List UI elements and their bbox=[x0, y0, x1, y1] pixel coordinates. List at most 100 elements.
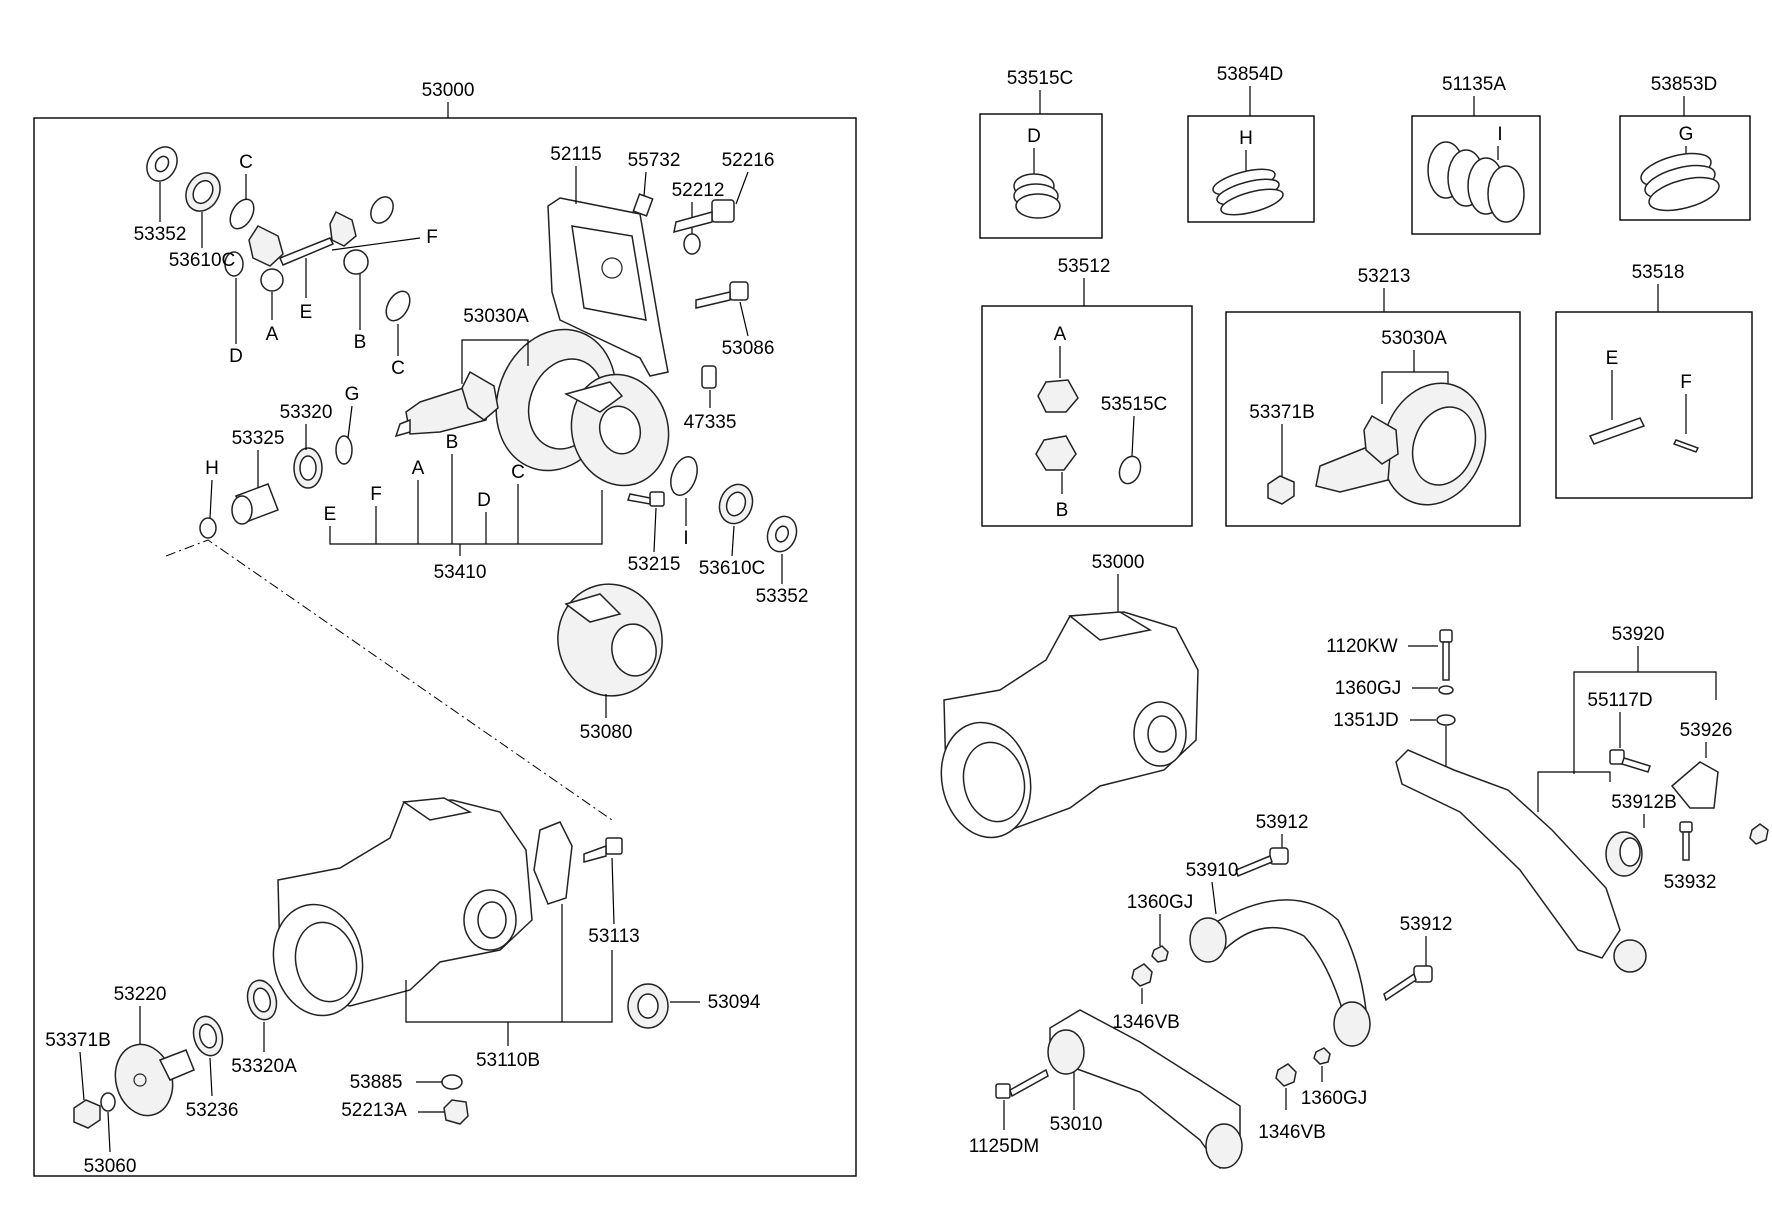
seal-h[interactable] bbox=[199, 517, 217, 539]
washer-i[interactable] bbox=[666, 453, 702, 499]
kit-53853D[interactable]: 53853D G bbox=[1619, 74, 1751, 221]
bearing-53320[interactable] bbox=[293, 447, 323, 489]
label-53932: 53932 bbox=[1664, 872, 1717, 893]
arm-53910[interactable] bbox=[1189, 899, 1371, 1047]
kit-label-53213: 53213 bbox=[1358, 266, 1411, 287]
washer-top-right[interactable] bbox=[366, 193, 397, 227]
pinion-gear-b[interactable] bbox=[329, 210, 369, 275]
bolt-1120KW[interactable] bbox=[1439, 629, 1453, 681]
callout-53113: 53113 bbox=[588, 926, 639, 947]
washer-53352-bottom[interactable] bbox=[763, 512, 802, 555]
washer-d-top[interactable] bbox=[224, 251, 244, 277]
washer-53060[interactable] bbox=[100, 1092, 116, 1112]
nut-1360GJ-bottom[interactable] bbox=[1313, 1047, 1331, 1065]
callout-47335: 47335 bbox=[684, 412, 737, 433]
callout-53060: 53060 bbox=[84, 1156, 137, 1177]
bracket-53926[interactable] bbox=[1670, 761, 1769, 845]
callout-53110B: 53110B bbox=[476, 1050, 540, 1071]
callout-53410: 53410 bbox=[434, 562, 487, 583]
washer-icon bbox=[1118, 455, 1142, 485]
kit-letter-d: D bbox=[1027, 126, 1041, 147]
bolt-1125DM[interactable] bbox=[995, 1068, 1049, 1099]
callout-53080: 53080 bbox=[580, 722, 633, 743]
kit-label-51135A: 51135A bbox=[1442, 74, 1506, 95]
label-1351JD: 1351JD bbox=[1333, 710, 1399, 731]
nut-1346VB-bottom[interactable] bbox=[1275, 1063, 1297, 1087]
callout-d-kit: D bbox=[477, 490, 491, 511]
bolt-52216[interactable] bbox=[673, 199, 735, 234]
pin-55732[interactable] bbox=[632, 193, 654, 217]
washer-1360GJ-top[interactable] bbox=[1438, 685, 1454, 695]
mount-53094[interactable] bbox=[627, 983, 669, 1029]
washer-1351JD[interactable] bbox=[1436, 714, 1456, 726]
washer-53885[interactable] bbox=[441, 1074, 463, 1090]
kit-53512[interactable]: 53512 A B 53515C bbox=[981, 256, 1193, 527]
flange-53220[interactable] bbox=[108, 1038, 195, 1122]
shim-g[interactable] bbox=[335, 435, 353, 465]
kit-label-53854D: 53854D bbox=[1217, 64, 1284, 85]
washer-52212[interactable] bbox=[683, 233, 701, 255]
bolt-55117D[interactable] bbox=[1609, 749, 1651, 773]
bolt-53932[interactable] bbox=[1679, 821, 1693, 861]
kit-53512-label-53515C: 53515C bbox=[1101, 394, 1168, 415]
callout-53030A: 53030A bbox=[463, 306, 529, 327]
carrier-housing[interactable] bbox=[263, 797, 533, 1024]
spacer-53325[interactable] bbox=[231, 483, 279, 525]
kit-51135A[interactable]: 51135A I bbox=[1411, 74, 1541, 235]
right-housing-label: 53000 bbox=[1092, 552, 1145, 573]
seal-53236[interactable] bbox=[189, 1013, 226, 1059]
kit-label-53512: 53512 bbox=[1058, 256, 1111, 277]
bushing-53912B[interactable] bbox=[1605, 831, 1643, 877]
callout-52115: 52115 bbox=[550, 144, 601, 165]
nut-52213A[interactable] bbox=[443, 1099, 469, 1125]
bearing-53320A[interactable] bbox=[243, 977, 280, 1023]
callout-53610C-top: 53610C bbox=[169, 250, 236, 271]
main-assembly-frame: 53000 bbox=[33, 80, 857, 1177]
bolt-53086[interactable] bbox=[695, 281, 749, 309]
kit-53512-letter-b: B bbox=[1056, 500, 1069, 521]
callout-d-top: D bbox=[229, 346, 243, 367]
plug-47335[interactable] bbox=[701, 365, 717, 389]
label-1120KW: 1120KW bbox=[1326, 636, 1398, 657]
callout-53352-top: 53352 bbox=[134, 224, 187, 245]
kit-label-53518: 53518 bbox=[1632, 262, 1685, 283]
callout-52216: 52216 bbox=[722, 150, 775, 171]
label-53912B: 53912B bbox=[1611, 792, 1677, 813]
washer-53352-top[interactable] bbox=[141, 141, 183, 186]
kit-53410-bracket: E F A B D C 53410 bbox=[324, 432, 603, 583]
crossmember-53920[interactable] bbox=[1395, 749, 1647, 973]
callout-53885: 53885 bbox=[350, 1072, 403, 1093]
bolt-53912-right[interactable] bbox=[1383, 965, 1433, 1002]
kit-53213[interactable]: 53213 53030A 53371B bbox=[1225, 266, 1521, 527]
label-1360GJ-top: 1360GJ bbox=[1335, 678, 1402, 699]
housing-53000-right[interactable]: 53000 bbox=[931, 552, 1199, 846]
ring-c-bottom[interactable] bbox=[381, 287, 414, 325]
ring-c-top[interactable] bbox=[225, 195, 258, 233]
bracket-53010[interactable] bbox=[1047, 1009, 1243, 1170]
nut-1346VB-mid[interactable] bbox=[1131, 963, 1153, 987]
cap-53113[interactable] bbox=[533, 821, 623, 905]
nut-53371B[interactable] bbox=[73, 1099, 101, 1129]
kit-53518[interactable]: 53518 E F bbox=[1555, 262, 1753, 499]
ring-gear-pinion-icon bbox=[1315, 382, 1487, 506]
nut-1360GJ-mid[interactable] bbox=[1151, 945, 1169, 963]
label-1346VB-bottom: 1346VB bbox=[1258, 1122, 1326, 1143]
callout-e-kit: E bbox=[324, 504, 337, 525]
differential-case[interactable] bbox=[559, 363, 681, 496]
pinion-shaft-e[interactable] bbox=[279, 237, 335, 266]
kit-53854D[interactable]: 53854D H bbox=[1187, 64, 1315, 223]
callout-c-top: C bbox=[239, 152, 253, 173]
kit-53515C[interactable]: 53515C D bbox=[979, 68, 1103, 239]
bearing-53610C-top[interactable] bbox=[179, 167, 227, 218]
callout-52212: 52212 bbox=[672, 180, 725, 201]
callout-53220: 53220 bbox=[114, 984, 167, 1005]
bolt-53215[interactable] bbox=[627, 491, 665, 507]
callout-b-top: B bbox=[354, 332, 367, 353]
differential-case-53080[interactable] bbox=[549, 576, 671, 704]
callout-i: I bbox=[683, 528, 688, 549]
bearing-53610C-bottom[interactable] bbox=[714, 480, 758, 529]
bolt-53912-top[interactable] bbox=[1235, 847, 1289, 877]
side-gear-a[interactable] bbox=[248, 225, 284, 292]
cover-plate-52115[interactable] bbox=[547, 197, 669, 377]
